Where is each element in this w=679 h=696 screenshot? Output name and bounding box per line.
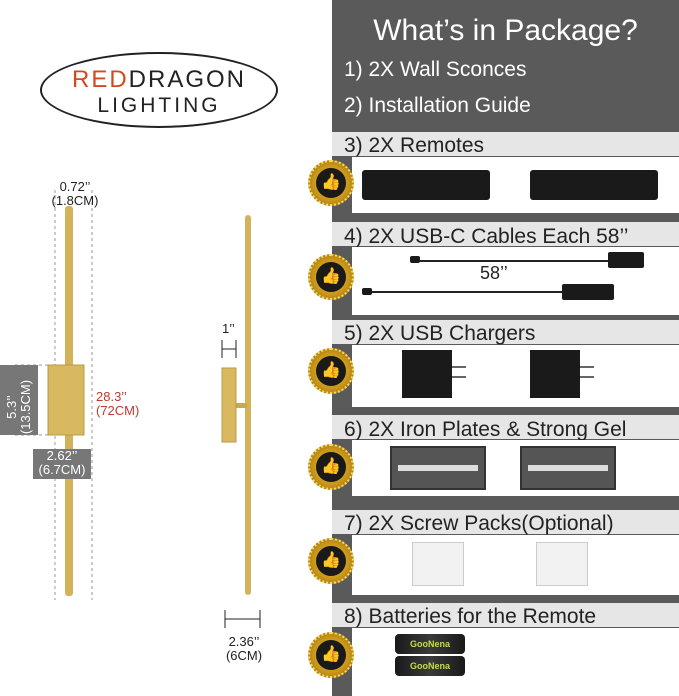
package-item-2: 2) Installation Guide (344, 94, 531, 117)
dim-depth: 1’’ (222, 321, 235, 336)
package-item-1: 1) 2X Wall Sconces (344, 58, 527, 81)
sconce-arm-side (233, 403, 247, 408)
sconce-plate-front (47, 364, 85, 436)
dim-base: 2.36’’ (6CM) (225, 634, 263, 663)
package-item-3: 3) 2X Remotes (344, 134, 485, 157)
package-title: What’s in Package? (373, 14, 638, 47)
logo-line2: LIGHTING (97, 94, 221, 117)
battery-icon: GooNena (395, 634, 465, 654)
thumbs-up-icon: 👍 (308, 160, 354, 206)
dim-width: 0.72’’ (1.8CM) (51, 179, 99, 208)
usb-c-plug-icon (362, 288, 372, 295)
thumbs-up-icon: 👍 (308, 348, 354, 394)
thumbs-up-icon: 👍 (308, 632, 354, 678)
cable-length: 58’’ (480, 263, 508, 283)
package-item-8: 8) Batteries for the Remote (344, 605, 597, 628)
screw-pack-icon (536, 542, 588, 586)
screws-box (352, 535, 679, 595)
package-item-4: 4) 2X USB-C Cables Each 58’’ (344, 225, 629, 248)
thumbs-up-icon: 👍 (308, 254, 354, 300)
usb-a-plug-icon (608, 252, 644, 268)
brand-logo: REDDRAGON LIGHTING (40, 52, 278, 128)
usb-charger-icon (530, 350, 580, 398)
item-bar (332, 603, 679, 627)
remote-icon (530, 170, 658, 200)
iron-plate-icon (520, 446, 616, 490)
remote-icon (362, 170, 490, 200)
logo-line1: REDDRAGON (71, 66, 246, 93)
dim-plate-width: 2.62’’ (6.7CM) (33, 449, 91, 479)
package-item-5: 5) 2X USB Chargers (344, 322, 536, 345)
cable-line (372, 291, 564, 293)
package-item-6: 6) 2X Iron Plates & Strong Gel (344, 418, 627, 441)
thumbs-up-icon: 👍 (308, 444, 354, 490)
item-bar (332, 132, 679, 156)
battery-icon: GooNena (395, 656, 465, 676)
usb-a-plug-icon (562, 284, 614, 300)
package-item-7: 7) 2X Screw Packs(Optional) (344, 512, 614, 535)
dim-height: 28.3’’ (72CM) (96, 389, 140, 418)
screw-pack-icon (412, 542, 464, 586)
item-bar (332, 320, 679, 344)
item-bar (332, 510, 679, 534)
sconce-rod-side (245, 215, 251, 595)
sconce-plate-side (221, 367, 237, 443)
sconce-diagram (15, 190, 261, 628)
dim-plate-height: 5.3’’ (13.5CM) (0, 365, 38, 435)
cable-line (420, 260, 610, 262)
iron-plate-icon (390, 446, 486, 490)
usb-c-plug-icon (410, 256, 420, 263)
item-bar (332, 415, 679, 439)
item-bar (332, 222, 679, 246)
thumbs-up-icon: 👍 (308, 538, 354, 584)
usb-charger-icon (402, 350, 452, 398)
